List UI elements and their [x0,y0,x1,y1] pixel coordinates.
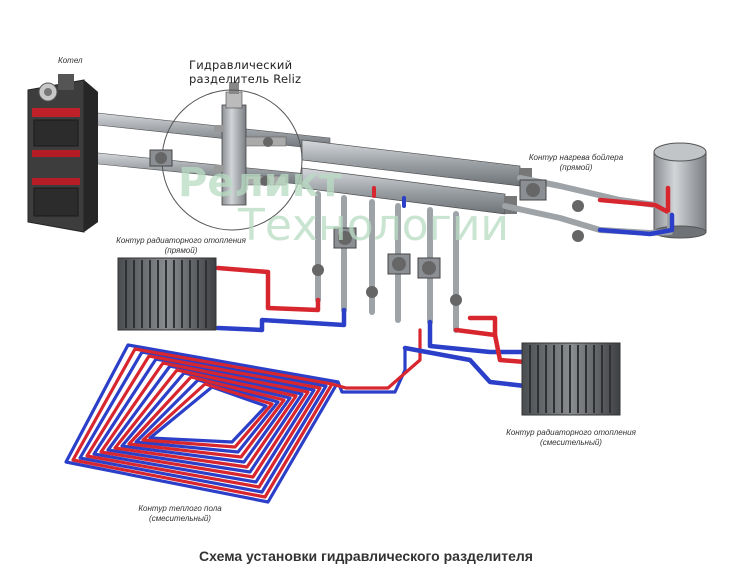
separator-label-line1: Гидравлический [189,58,293,72]
diagram-caption: Схема установки гидравлического разделит… [199,548,533,564]
radiator-direct [117,257,217,331]
radiator-direct-label-line1: Контур радиаторного отопления [116,236,246,245]
boiler-unit [27,74,98,233]
floor-supply-spiral [71,347,334,499]
separator-label-line2: разделитель Reliz [189,72,302,86]
watermark-line1: Реликт [178,160,343,206]
boiler-pump [149,149,173,167]
hot-water-tank [653,142,707,239]
floor-return-spiral [64,343,340,504]
radiator-mix-label-line1: Контур радиаторного отопления [506,428,636,437]
radiator-mixing [521,342,621,416]
floor-label-line2: (смесительный) [149,514,211,523]
hydraulic-separator [214,82,287,206]
radiator-direct-pipes [215,265,347,333]
radiator-direct-label-line2: (прямой) [164,246,198,255]
tank-circuit-label-line2: (прямой) [559,163,593,172]
radiator-mix-pipes [402,315,528,389]
watermark-line2: Технологии [238,200,510,251]
tank-circuit-label-line1: Контур нагрева бойлера [528,153,624,162]
boiler-label: Котел [58,56,83,65]
circulation-pumps [312,227,462,306]
floor-heating-loop [64,328,422,504]
radiator-mix-label-line2: (смесительный) [540,438,602,447]
tank-circuit-pump [519,179,584,242]
floor-label-line1: Контур теплого пола [138,504,222,513]
